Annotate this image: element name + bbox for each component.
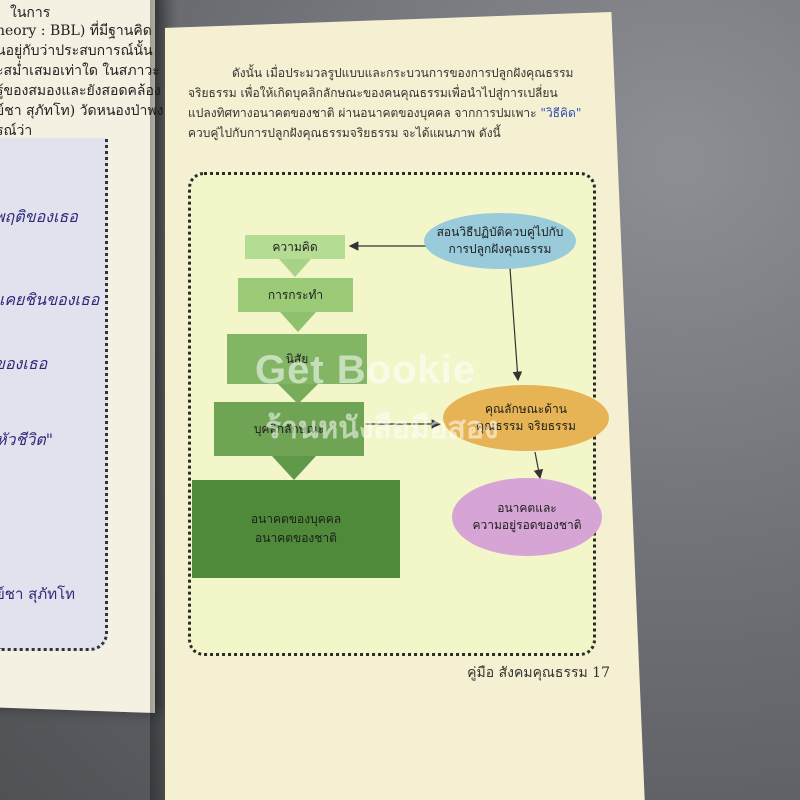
left-line: heory : BBL) ที่มีฐานคิด: [0, 23, 152, 39]
step-habit: นิสัย: [227, 334, 367, 384]
left-line: รู้ของสมองและยังสอดคล้อง: [0, 83, 161, 99]
ellipse-label: สอนวิธีปฏิบัติควบคู่ไปกับ การปลูกฝังคุณธ…: [436, 225, 564, 256]
step-thinking: ความคิด: [245, 235, 345, 259]
ellipse-moral-character: คุณลักษณะด้าน คุณธรรม จริยธรรม: [443, 385, 609, 451]
paragraph-text: แปลงทิศทางอนาคตของชาติ ผ่านอนาคตของบุคคล…: [188, 106, 537, 120]
step-arrow: [279, 259, 311, 277]
left-line: รณ์ว่า: [0, 123, 33, 139]
step-label: การกระทำ: [267, 287, 324, 302]
paragraph-line: จริยธรรม เพื่อให้เกิดบุคลิกลักษณะของคนคุ…: [188, 86, 558, 100]
step-action: การกระทำ: [238, 278, 353, 312]
left-line: ะสม่ำเสมอเท่าใด ในสภาวะ: [0, 63, 160, 79]
step-label: ความคิด: [272, 239, 318, 254]
left-quote-line: พฤติของเธอ: [0, 207, 78, 226]
step-personality: บุคลิกลักษณะ: [214, 402, 364, 456]
paragraph-line: ควบคู่ไปกับการปลูกฝังคุณธรรมจริยธรรม จะไ…: [188, 126, 501, 140]
paragraph-line: แปลงทิศทางอนาคตของชาติ ผ่านอนาคตของบุคคล…: [188, 104, 581, 123]
left-quote-line: หัวชีวิต": [0, 430, 54, 449]
watermark-subtitle: ร้านหนังสือมือสอง: [265, 411, 499, 446]
left-quote-line: ย์ชา สุภัทโท: [0, 585, 76, 603]
left-line: ในการ: [10, 5, 51, 21]
left-quote-box: [0, 138, 108, 651]
step-arrow: [272, 456, 316, 480]
ellipse-label: อนาคตและ ความอยู่รอดของชาติ: [472, 501, 582, 532]
left-quote-line: แคยชินของเธอ: [0, 290, 100, 309]
step-label: อนาคตของบุคคล อนาคตของชาติ: [250, 511, 342, 545]
paragraph-line: ดังนั้น เมื่อประมวลรูปแบบและกระบวนการของ…: [232, 66, 574, 80]
step-label: บุคลิกลักษณะ: [253, 421, 325, 436]
page-footer: คู่มือ สังคมคุณธรรม 17: [467, 665, 610, 681]
ellipse-label: คุณลักษณะด้าน คุณธรรม จริยธรรม: [476, 402, 576, 433]
step-future: อนาคตของบุคคล อนาคตของชาติ: [192, 480, 400, 578]
step-arrow: [280, 312, 316, 332]
arrow-to-character-ellipse: [509, 267, 523, 382]
watermark-brand: Get Bookie: [255, 348, 477, 392]
step-label: นิสัย: [285, 351, 309, 366]
step-arrow: [278, 384, 318, 404]
ellipse-teaching-method: สอนวิธีปฏิบัติควบคู่ไปกับ การปลูกฝังคุณธ…: [424, 213, 576, 269]
arrow-to-future-ellipse: [533, 451, 544, 480]
ellipse-national-future: อนาคตและ ความอยู่รอดของชาติ: [452, 478, 602, 556]
left-line: นอยู่กับว่าประสบการณ์นั้น: [0, 43, 153, 59]
paragraph-highlight: "วิธีคิด": [540, 106, 582, 120]
left-line: ย์ชา สุภัทโท) วัดหนองป่าพง: [0, 103, 164, 119]
left-quote-line: ของเธอ: [0, 354, 48, 373]
